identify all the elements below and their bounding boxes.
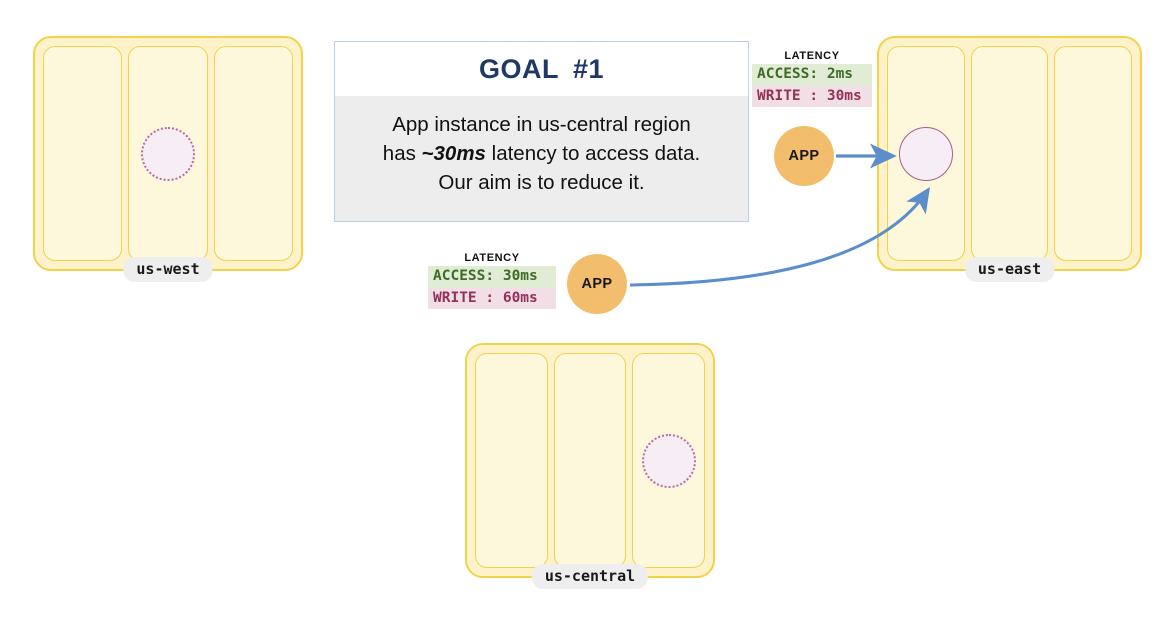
app-node-us-east[interactable]: APP: [774, 126, 834, 186]
zone-us-east-a[interactable]: [887, 46, 965, 261]
latency-card-title: LATENCY: [464, 252, 520, 264]
latency-row-access: ACCESS: 2ms: [752, 64, 872, 86]
zone-us-central-c[interactable]: [632, 353, 706, 568]
zone-container-us-central: [475, 353, 706, 568]
latency-card-us-central: LATENCY ACCESS: 30ms WRITE : 60ms: [428, 252, 556, 310]
app-node-label: APP: [788, 148, 820, 164]
region-label-us-central: us-central: [531, 564, 649, 589]
latency-row-write: WRITE : 30ms: [752, 85, 872, 108]
goal-line-3: Our aim is to reduce it.: [438, 171, 645, 195]
app-node-label: APP: [581, 276, 613, 292]
zone-us-west-b[interactable]: [128, 46, 208, 261]
goal-title: GOAL #1: [335, 42, 748, 96]
zone-container-us-west: [43, 46, 293, 261]
goal-latency-emphasis: ~30ms: [421, 142, 486, 166]
zone-container-us-east: [887, 46, 1133, 261]
replica-leaseholder-us-east[interactable]: [898, 126, 953, 181]
goal-title-main: GOAL: [478, 54, 559, 84]
goal-line-2-post: latency to access data.: [485, 142, 701, 166]
goal-callout: GOAL #1 App instance in us-central region…: [334, 41, 749, 222]
app-node-us-central[interactable]: APP: [567, 254, 627, 314]
latency-row-write: WRITE : 60ms: [428, 287, 556, 310]
replica-placeholder-us-west[interactable]: [140, 126, 195, 181]
region-us-east[interactable]: us-east: [877, 36, 1142, 282]
goal-line-2-pre: has: [382, 142, 422, 166]
region-us-central[interactable]: us-central: [465, 343, 715, 589]
latency-card-us-east: LATENCY ACCESS: 2ms WRITE : 30ms: [752, 50, 872, 108]
zone-us-central-b[interactable]: [553, 353, 627, 568]
goal-title-number: #1: [572, 54, 605, 84]
goal-description: App instance in us-central region has ~3…: [335, 96, 748, 213]
zone-us-west-a[interactable]: [43, 46, 123, 261]
goal-line-2: has ~30ms latency to access data.: [353, 139, 730, 168]
zone-us-east-c[interactable]: [1054, 46, 1133, 261]
region-label-us-west: us-west: [123, 257, 213, 282]
replica-placeholder-us-central[interactable]: [641, 433, 696, 488]
region-label-us-east: us-east: [964, 257, 1055, 282]
latency-card-title: LATENCY: [784, 50, 840, 62]
latency-row-access: ACCESS: 30ms: [428, 266, 556, 288]
zone-us-central-a[interactable]: [475, 353, 548, 568]
zone-us-east-b[interactable]: [970, 46, 1049, 261]
region-us-west[interactable]: us-west: [33, 36, 303, 282]
zone-us-west-c[interactable]: [213, 46, 293, 261]
goal-line-1: App instance in us-central region: [392, 113, 691, 136]
